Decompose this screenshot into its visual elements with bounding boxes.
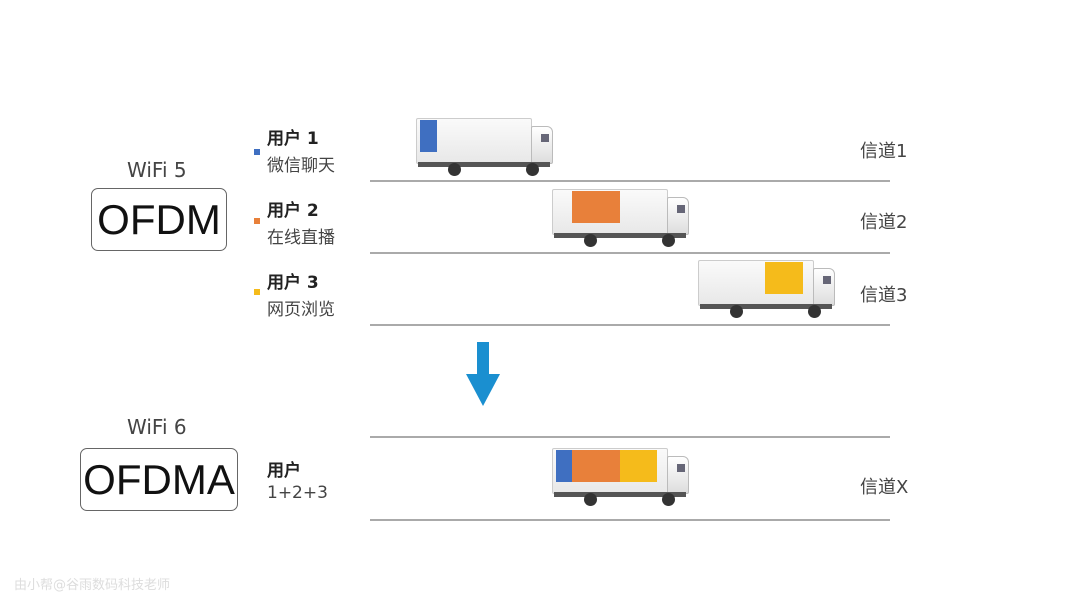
truck-user1 (416, 116, 553, 178)
user1-color-bullet (254, 149, 260, 155)
user2-label: 用户 2 (267, 201, 319, 221)
user3-app: 网页浏览 (267, 300, 335, 320)
user1-label: 用户 1 (267, 129, 319, 149)
channelx-bottom-line (370, 519, 890, 521)
channel1-line (370, 180, 890, 182)
cargo-user3 (620, 450, 657, 482)
cargo-user1 (556, 450, 572, 482)
user2-app: 在线直播 (267, 228, 335, 248)
channel1-label: 信道1 (860, 141, 908, 162)
down-arrow-icon (466, 342, 500, 406)
user3-label: 用户 3 (267, 273, 319, 293)
channelx-label: 信道X (860, 477, 909, 498)
user2-color-bullet (254, 218, 260, 224)
ofdma-label: OFDMA (80, 448, 238, 511)
channel2-label: 信道2 (860, 212, 908, 233)
channel2-line (370, 252, 890, 254)
cargo-user3 (765, 262, 803, 294)
cargo-user2 (572, 191, 620, 223)
user1-app: 微信聊天 (267, 156, 335, 176)
cargo-user1 (420, 120, 437, 152)
channel3-line (370, 324, 890, 326)
user3-color-bullet (254, 289, 260, 295)
cargo-user2 (572, 450, 620, 482)
channelx-top-line (370, 436, 890, 438)
ofdm-label: OFDM (91, 188, 227, 251)
combined-user-ids: 1+2+3 (267, 483, 328, 503)
truck-user3 (698, 258, 835, 320)
combined-user-label: 用户 (267, 461, 301, 481)
wifi5-label: WiFi 5 (127, 158, 187, 182)
truck-user2 (552, 187, 689, 249)
truck-combined (552, 446, 689, 508)
watermark: 由小帮@谷雨数码科技老师 (14, 578, 171, 593)
wifi6-label: WiFi 6 (127, 415, 187, 439)
channel3-label: 信道3 (860, 285, 908, 306)
